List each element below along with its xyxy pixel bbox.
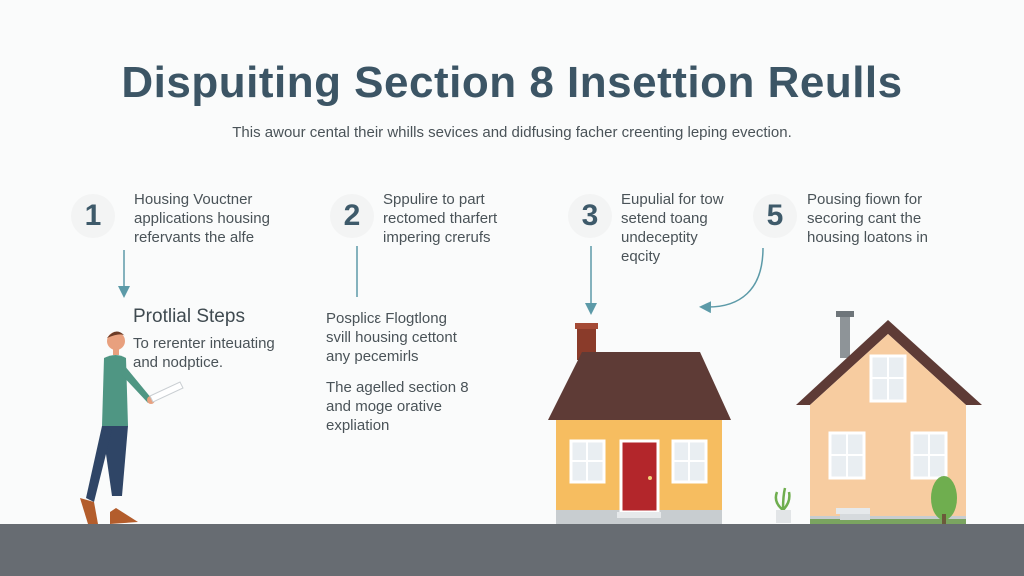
arrow-step-5 [699,247,764,314]
step-5-number: 5 [753,194,797,238]
step-2-number: 2 [330,194,374,238]
page-title: Dispuiting Section 8 Insettion Reulls [121,58,903,107]
house-2-illustration [796,311,982,524]
step-3-number: 3 [568,194,612,238]
step-1-number: 1 [71,194,115,238]
practical-steps-heading: Protlial Steps [133,306,245,327]
page-subtitle: This awour cental their whills sevices a… [232,124,792,141]
plant-pot-illustration [774,487,791,523]
ground-strip [0,524,1024,576]
house-1-illustration [548,323,731,524]
person-illustration [80,331,184,524]
